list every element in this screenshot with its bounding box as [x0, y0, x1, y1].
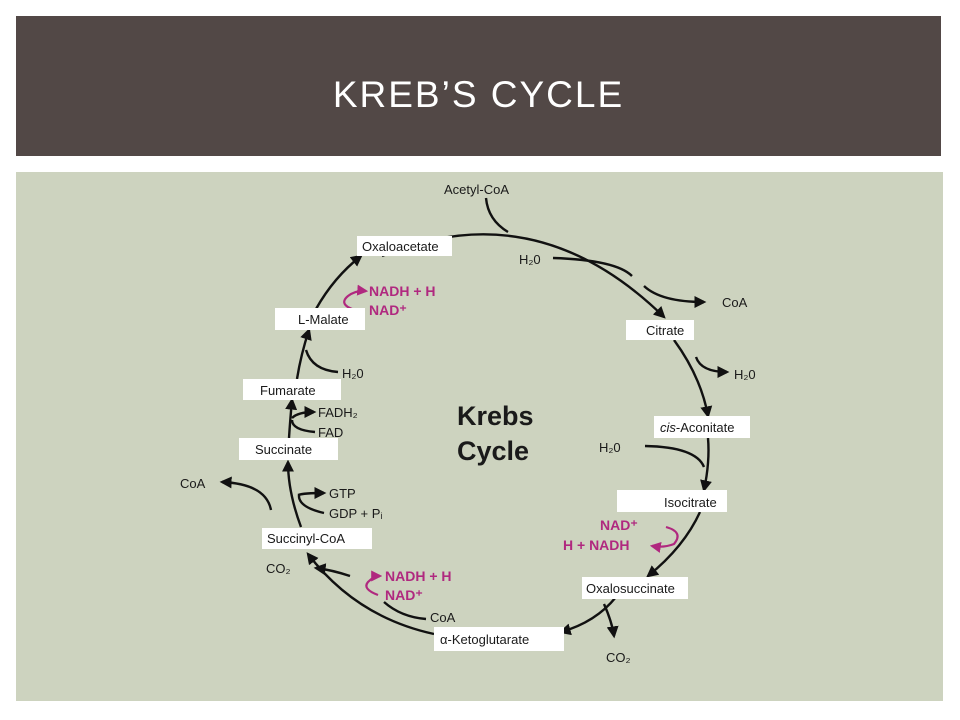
- arrow-nad-ketoglutarate: [365, 570, 383, 597]
- cis-aconitate-label: cis-Aconitate: [660, 420, 734, 435]
- krebs-cycle-diagram: Oxaloacetate Citrate cis-Aconitate Isoci…: [180, 182, 756, 665]
- oxalosuccinate-box: [582, 577, 688, 599]
- coa-label-1: CoA: [722, 295, 748, 310]
- nad-label-ketoglutarate: NAD⁺: [385, 587, 423, 603]
- arrow-h2o-in-3: [644, 444, 706, 468]
- fumarate-label: Fumarate: [260, 383, 316, 398]
- cis-aconitate-rest: -Aconitate: [676, 420, 735, 435]
- nadh-label-malate: NADH + H: [369, 283, 436, 299]
- arrow-h2o-in-1: [552, 256, 633, 277]
- l-malate-box: [275, 308, 365, 330]
- title-bar: KREB’S CYCLE: [16, 16, 941, 156]
- arrow-coa-in-2: [383, 601, 427, 621]
- arrow-co2-out-2: [313, 563, 351, 578]
- arc-succinate-fumarate: [285, 397, 298, 439]
- h2o-label-2: H₂0: [734, 367, 756, 382]
- fadh2-label: FADH₂: [318, 405, 358, 420]
- arc-oxalosuccinate-ketoglutarate: [558, 596, 617, 636]
- gtp-label: GTP: [329, 486, 356, 501]
- arrow-acetyl-coa-in: [484, 197, 509, 234]
- oxaloacetate-label: Oxaloacetate: [362, 239, 439, 254]
- h2o-label-3: H₂0: [599, 440, 621, 455]
- arrow-fad-in: [290, 419, 316, 434]
- arrow-h2o-out-2: [694, 356, 730, 378]
- nad-label-malate: NAD⁺: [369, 302, 407, 318]
- cis-aconitate-prefix: cis: [660, 420, 676, 435]
- succinate-label: Succinate: [255, 442, 312, 457]
- arrow-coa-out-3: [219, 476, 273, 511]
- nadh-label-isocitrate: H + NADH: [563, 537, 630, 553]
- l-malate-label: L-Malate: [298, 312, 349, 327]
- h2o-label-4: H₂0: [342, 366, 364, 381]
- cis-aconitate-box: [654, 416, 750, 438]
- diagram-panel: Oxaloacetate Citrate cis-Aconitate Isoci…: [16, 172, 943, 701]
- succinyl-coa-box: [262, 528, 372, 549]
- isocitrate-label: Isocitrate: [664, 495, 717, 510]
- citrate-label: Citrate: [646, 323, 684, 338]
- arc-isocitrate-oxalosuccinate: [646, 511, 702, 578]
- arrow-nad-isocitrate: [649, 525, 679, 553]
- arc-succinylcoa-succinate: [282, 459, 303, 528]
- slide-title: KREB’S CYCLE: [332, 74, 625, 115]
- arrow-gdp-in: [297, 494, 325, 515]
- citrate-box: [626, 320, 694, 340]
- coa-label-3: CoA: [180, 476, 206, 491]
- gdp-pi-label: GDP + Pᵢ: [329, 506, 382, 521]
- alpha-ketoglutarate-box: [434, 627, 564, 651]
- arrow-h2o-in-4: [304, 349, 339, 374]
- fumarate-box: [243, 379, 341, 400]
- center-label-cycle: Cycle: [457, 436, 529, 466]
- arrow-fadh2-out: [291, 406, 317, 419]
- coa-label-2: CoA: [430, 610, 456, 625]
- arc-aconitate-isocitrate: [700, 437, 712, 493]
- arc-fumarate-malate: [295, 327, 312, 380]
- alpha-ketoglutarate-label: α-Ketoglutarate: [440, 632, 529, 647]
- h2o-label-1: H₂0: [519, 252, 541, 267]
- acetyl-coa-label: Acetyl-CoA: [444, 182, 509, 197]
- isocitrate-box: [617, 490, 727, 512]
- center-label-krebs: Krebs: [457, 401, 534, 431]
- oxalosuccinate-label: Oxalosuccinate: [586, 581, 675, 596]
- co2-label-2: CO₂: [266, 561, 291, 576]
- arrow-coa-out-1: [643, 285, 707, 308]
- fad-label: FAD: [318, 425, 343, 440]
- arc-citrate-aconitate: [673, 339, 713, 419]
- nadh-label-ketoglutarate: NADH + H: [385, 568, 452, 584]
- succinyl-coa-label: Succinyl-CoA: [267, 531, 345, 546]
- succinate-box: [239, 438, 338, 460]
- oxaloacetate-box: [357, 236, 452, 256]
- arc-malate-oxaloacetate: [314, 254, 363, 310]
- arrow-co2-out-1: [602, 603, 619, 639]
- nad-label-isocitrate: NAD⁺: [600, 517, 638, 533]
- co2-label-1: CO₂: [606, 650, 631, 665]
- arrow-gtp-out: [297, 487, 327, 500]
